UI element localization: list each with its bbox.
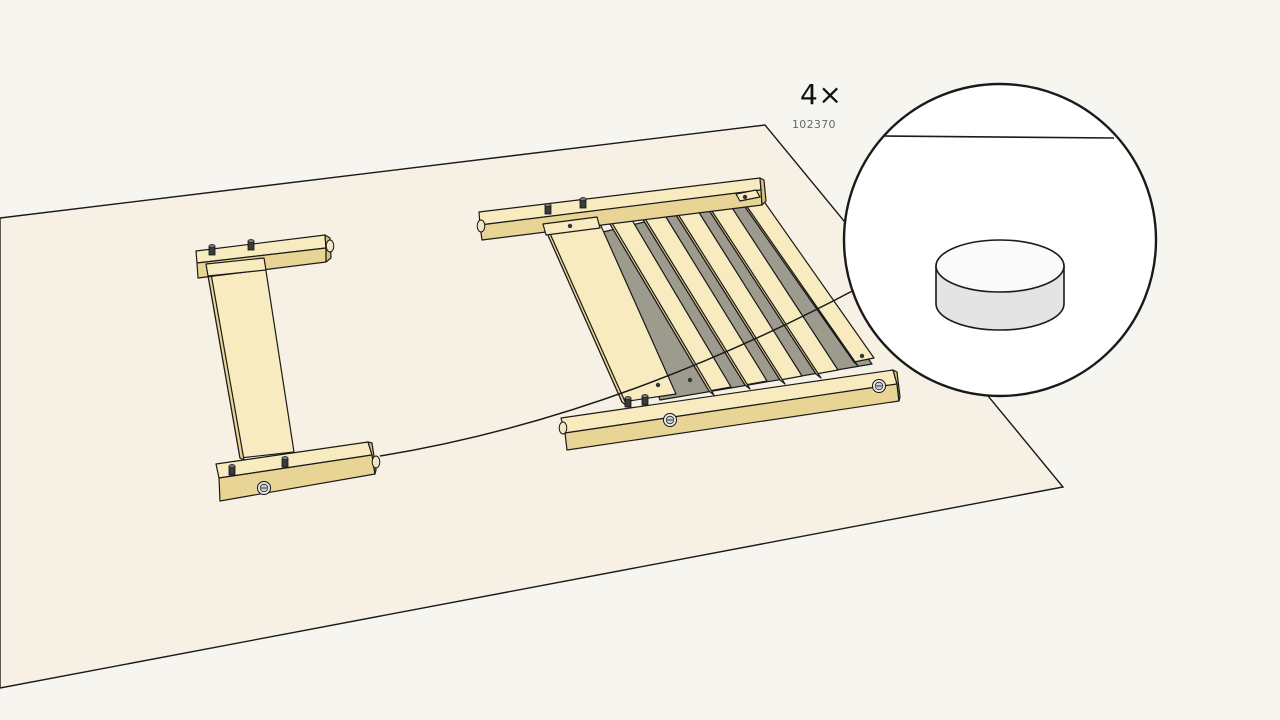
fastener-pin-icon (228, 463, 236, 476)
dowel-end-icon (476, 219, 486, 233)
callout-magnifier (842, 82, 1158, 398)
screw-hole-icon (859, 353, 865, 359)
fastener-pin-icon (208, 243, 216, 256)
callout-leader-line (379, 287, 859, 457)
fastener-pin-icon (641, 393, 649, 406)
fastener-pin-icon (281, 455, 289, 468)
dowel-end-icon (325, 239, 335, 253)
fastener-pin-icon (247, 238, 255, 251)
cam-lock-icon (872, 379, 886, 393)
screw-hole-icon (567, 223, 573, 229)
cam-lock-icon (663, 413, 677, 427)
felt-pad-icon (935, 239, 1065, 331)
screw-hole-icon (687, 377, 693, 383)
cam-lock-icon (257, 481, 271, 495)
screw-hole-icon (655, 382, 661, 388)
dowel-end-icon (371, 455, 381, 469)
part-number: 102370 (792, 118, 836, 131)
fastener-pin-icon (579, 196, 587, 209)
quantity-label: 4× (800, 78, 843, 111)
right-frame (478, 177, 901, 451)
fastener-pin-icon (624, 395, 632, 408)
dowel-end-icon (558, 421, 568, 435)
fastener-pin-icon (544, 202, 552, 215)
screw-hole-icon (742, 194, 748, 200)
